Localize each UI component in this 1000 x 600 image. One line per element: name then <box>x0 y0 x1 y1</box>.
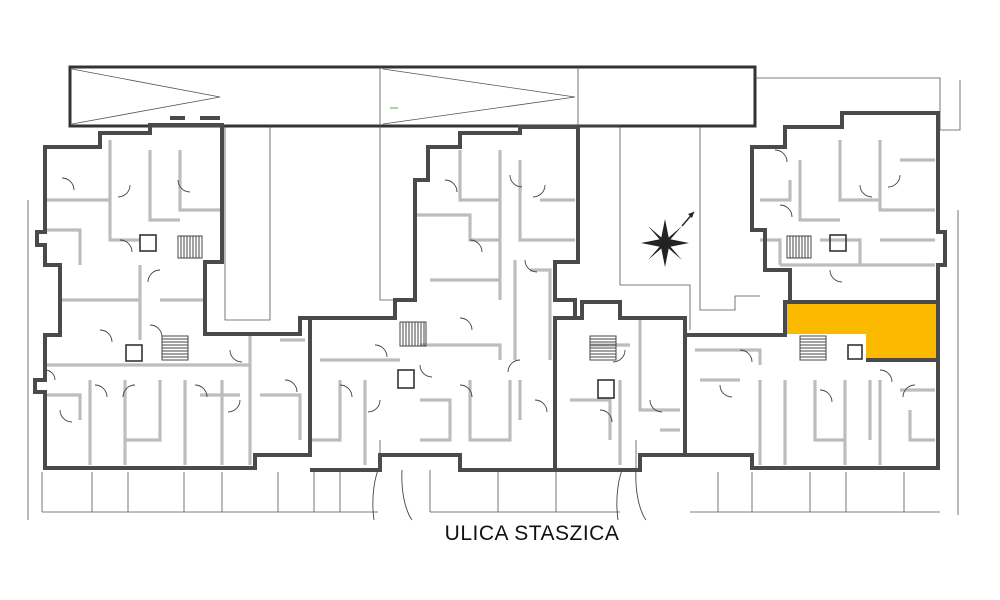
north-arrow-icon <box>681 211 695 227</box>
roof-canopy <box>68 65 961 131</box>
elevator-right-lower <box>847 344 863 360</box>
elevator-right-upper <box>829 234 847 252</box>
stairwell-right-lower <box>799 335 827 361</box>
entrances <box>372 440 647 521</box>
door-swings <box>44 149 916 423</box>
highlighted-apartment[interactable] <box>785 302 938 360</box>
stairwell-center-right <box>589 335 617 361</box>
elevator-left-upper <box>139 234 157 252</box>
elevator-center <box>397 369 415 389</box>
stairwell-right-upper <box>786 235 812 259</box>
elevator-center-right <box>597 379 615 399</box>
stairwell-left-lower <box>161 335 189 361</box>
site-lines <box>27 125 959 520</box>
elevators <box>125 234 863 399</box>
exterior-walls <box>33 111 947 472</box>
street-label: ULICA STASZICA <box>444 522 620 545</box>
elevator-left-lower <box>125 344 143 362</box>
interior-partitions <box>45 140 935 465</box>
stairwells <box>161 235 827 361</box>
stairwell-left-upper <box>177 235 203 259</box>
compass-rose-icon <box>641 219 689 267</box>
stairwell-center <box>399 321 427 347</box>
